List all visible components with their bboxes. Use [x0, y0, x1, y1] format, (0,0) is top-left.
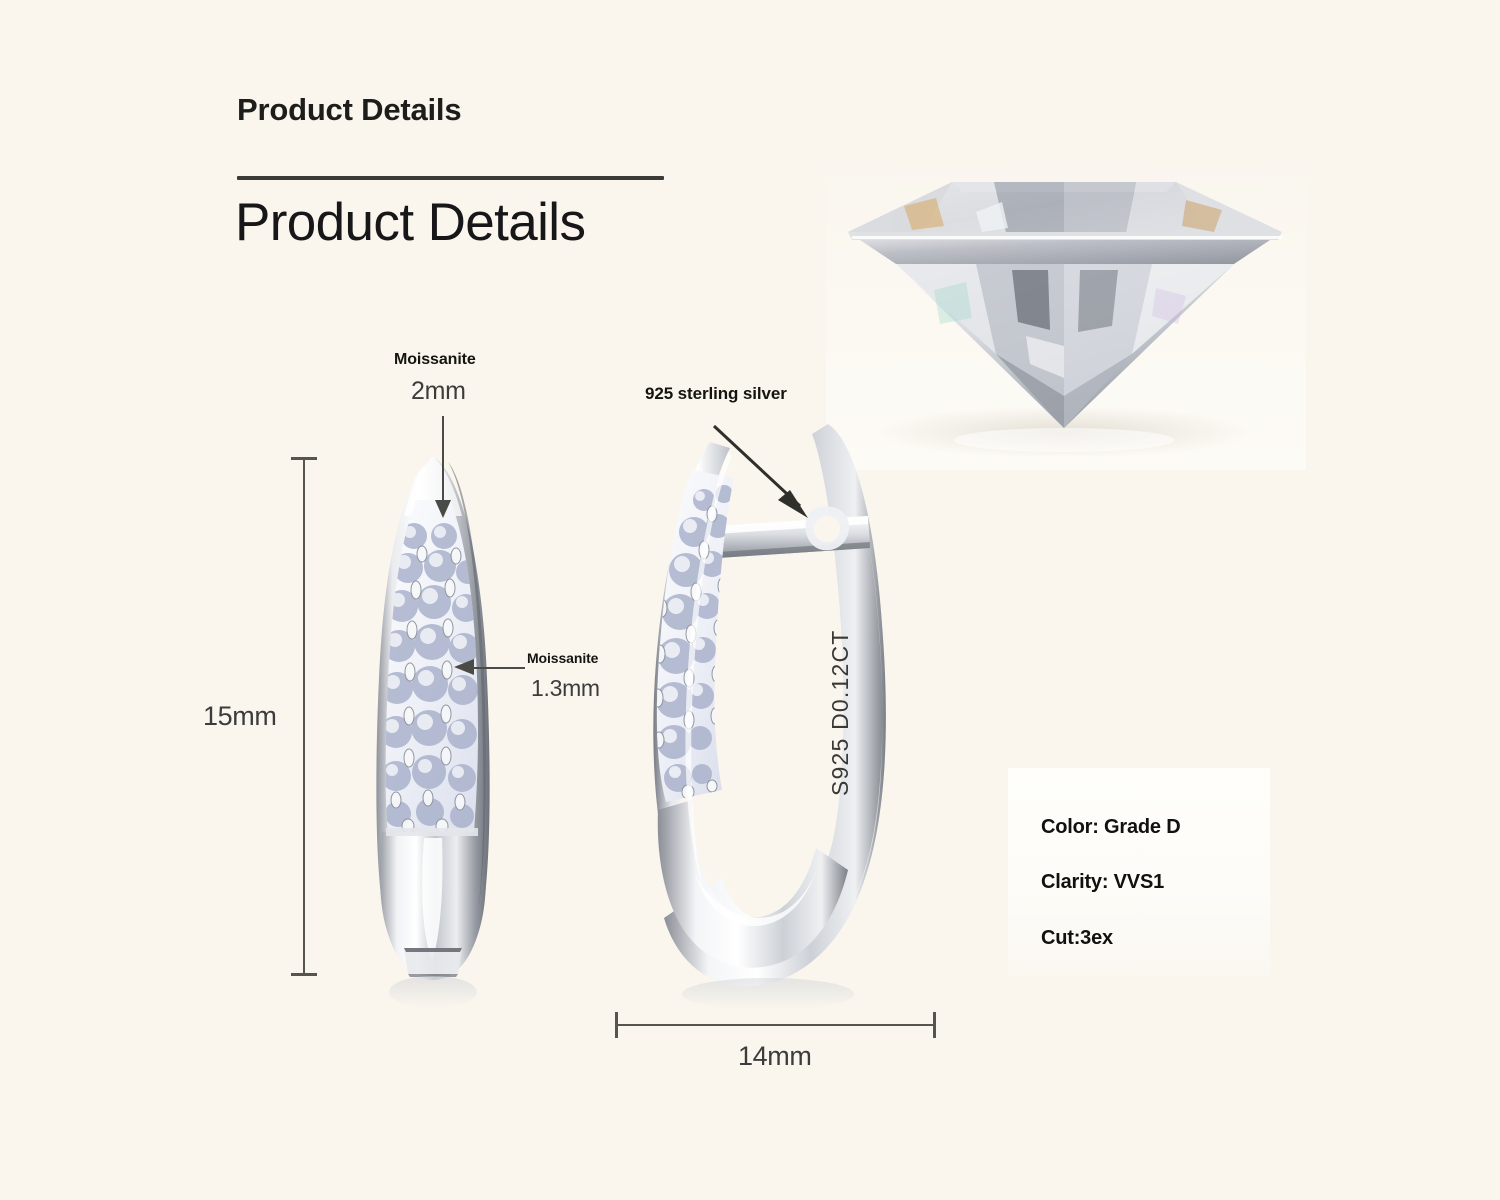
width-dimension-line	[616, 1024, 936, 1026]
height-dimension-cap-top	[291, 457, 317, 460]
callout-silver-title: 925 sterling silver	[645, 384, 787, 403]
engraving-text: S925 D0.12CT	[827, 629, 853, 796]
height-dimension-cap-bottom	[291, 973, 317, 976]
diamond-photo	[826, 140, 1306, 470]
callout-moissanite-top-value: 2mm	[411, 377, 466, 405]
leader-line-moissanite-top	[442, 416, 444, 516]
height-dimension-line	[303, 458, 305, 976]
callout-moissanite-side-title: Moissanite	[527, 650, 599, 666]
callout-moissanite-top-title: Moissanite	[394, 351, 476, 368]
arrowhead-moissanite-side-icon	[454, 659, 474, 675]
page-title-bold: Product Details	[237, 92, 462, 127]
spec-clarity: Clarity: VVS1	[1041, 871, 1165, 893]
arrow-silver-icon	[712, 424, 808, 518]
earring-front-view	[352, 440, 542, 1010]
callout-moissanite-side-value: 1.3mm	[531, 675, 600, 701]
width-dimension-cap-right	[933, 1012, 936, 1038]
arrowhead-moissanite-top-icon	[435, 500, 451, 518]
page-title-light: Product Details	[235, 193, 586, 252]
spec-cut: Cut:3ex	[1041, 927, 1113, 949]
height-dimension-label: 15mm	[203, 701, 277, 731]
leader-line-moissanite-side	[465, 667, 525, 669]
width-dimension-label: 14mm	[738, 1041, 812, 1071]
earring-side-view: S925 D0.12CT	[600, 408, 950, 1033]
spec-panel	[1008, 768, 1270, 976]
spec-color: Color: Grade D	[1041, 816, 1181, 838]
title-divider	[237, 176, 664, 180]
width-dimension-cap-left	[615, 1012, 618, 1038]
